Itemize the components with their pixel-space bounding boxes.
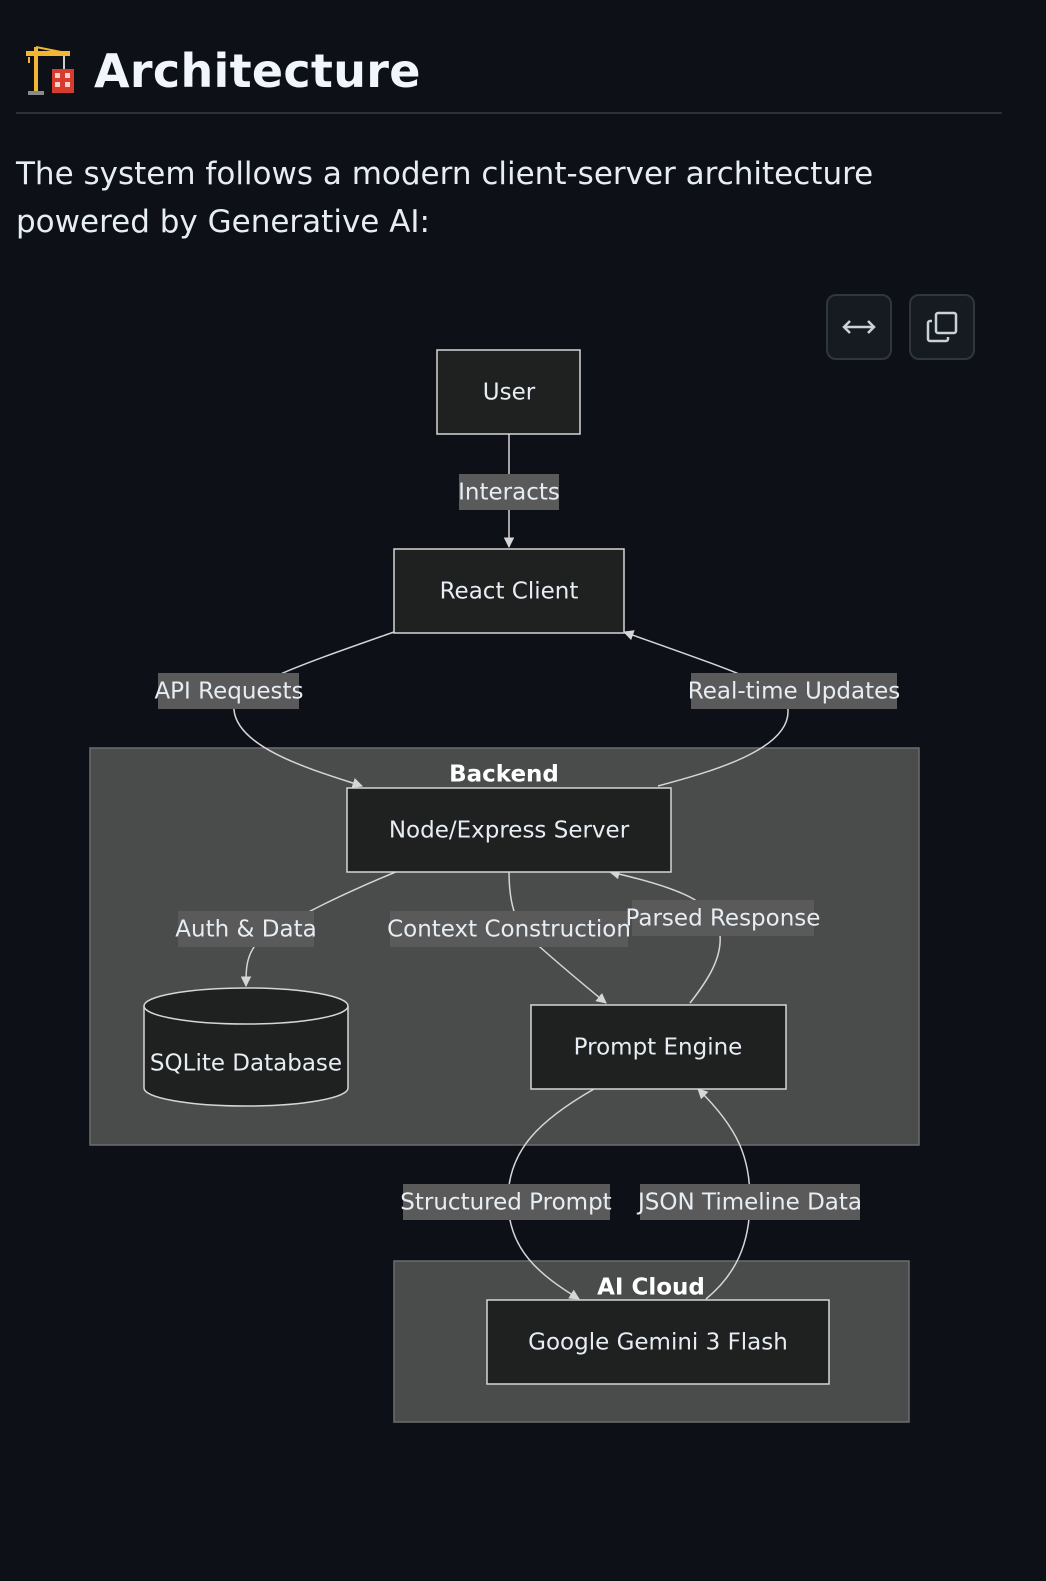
svg-text:Prompt Engine: Prompt Engine <box>574 1035 743 1061</box>
page-title: Architecture <box>94 44 421 98</box>
expand-button[interactable] <box>826 294 892 360</box>
node-prompt-engine: Prompt Engine <box>530 1004 787 1090</box>
construction-crane-icon <box>26 46 74 95</box>
edge-label-context-construction: Context Construction <box>387 911 631 947</box>
edge-label-structured-prompt: Structured Prompt <box>400 1184 612 1220</box>
copy-icon <box>926 311 958 343</box>
edge-client-to-server <box>233 631 395 788</box>
svg-text:Structured Prompt: Structured Prompt <box>400 1190 611 1216</box>
svg-text:Parsed Response: Parsed Response <box>626 906 821 932</box>
svg-text:React Client: React Client <box>440 579 579 605</box>
svg-text:User: User <box>483 380 536 406</box>
svg-text:JSON Timeline Data: JSON Timeline Data <box>636 1190 862 1216</box>
node-sqlite-database: SQLite Database <box>143 987 349 1107</box>
intro-paragraph: The system follows a modern client-serve… <box>16 156 874 240</box>
node-react-client: React Client <box>393 548 625 634</box>
edge-label-parsed-response: Parsed Response <box>626 900 821 936</box>
svg-text:Real-time Updates: Real-time Updates <box>688 679 900 705</box>
svg-text:Context Construction: Context Construction <box>387 917 631 943</box>
cluster-backend-title: Backend <box>449 762 559 788</box>
copy-button[interactable] <box>909 294 975 360</box>
edge-label-interacts: Interacts <box>458 474 560 510</box>
node-user: User <box>436 349 581 435</box>
svg-text:API Requests: API Requests <box>154 679 303 705</box>
edge-label-realtime-updates: Real-time Updates <box>688 673 900 709</box>
node-google-gemini: Google Gemini 3 Flash <box>486 1299 830 1385</box>
cluster-ai-cloud-title: AI Cloud <box>597 1275 705 1301</box>
node-express-server: Node/Express Server <box>346 787 672 873</box>
section-heading: Architecture <box>16 30 1002 114</box>
svg-text:Google Gemini 3 Flash: Google Gemini 3 Flash <box>528 1330 788 1356</box>
expand-horizontal-icon <box>842 320 876 334</box>
edge-label-auth-data: Auth & Data <box>175 911 317 947</box>
svg-text:Node/Express Server: Node/Express Server <box>389 818 630 844</box>
svg-text:SQLite Database: SQLite Database <box>150 1051 342 1077</box>
edge-label-api-requests: API Requests <box>154 673 304 709</box>
svg-text:Auth & Data: Auth & Data <box>175 917 316 943</box>
svg-text:Interacts: Interacts <box>458 480 560 506</box>
edge-server-to-client <box>623 630 789 787</box>
edge-label-json-timeline: JSON Timeline Data <box>636 1184 862 1220</box>
